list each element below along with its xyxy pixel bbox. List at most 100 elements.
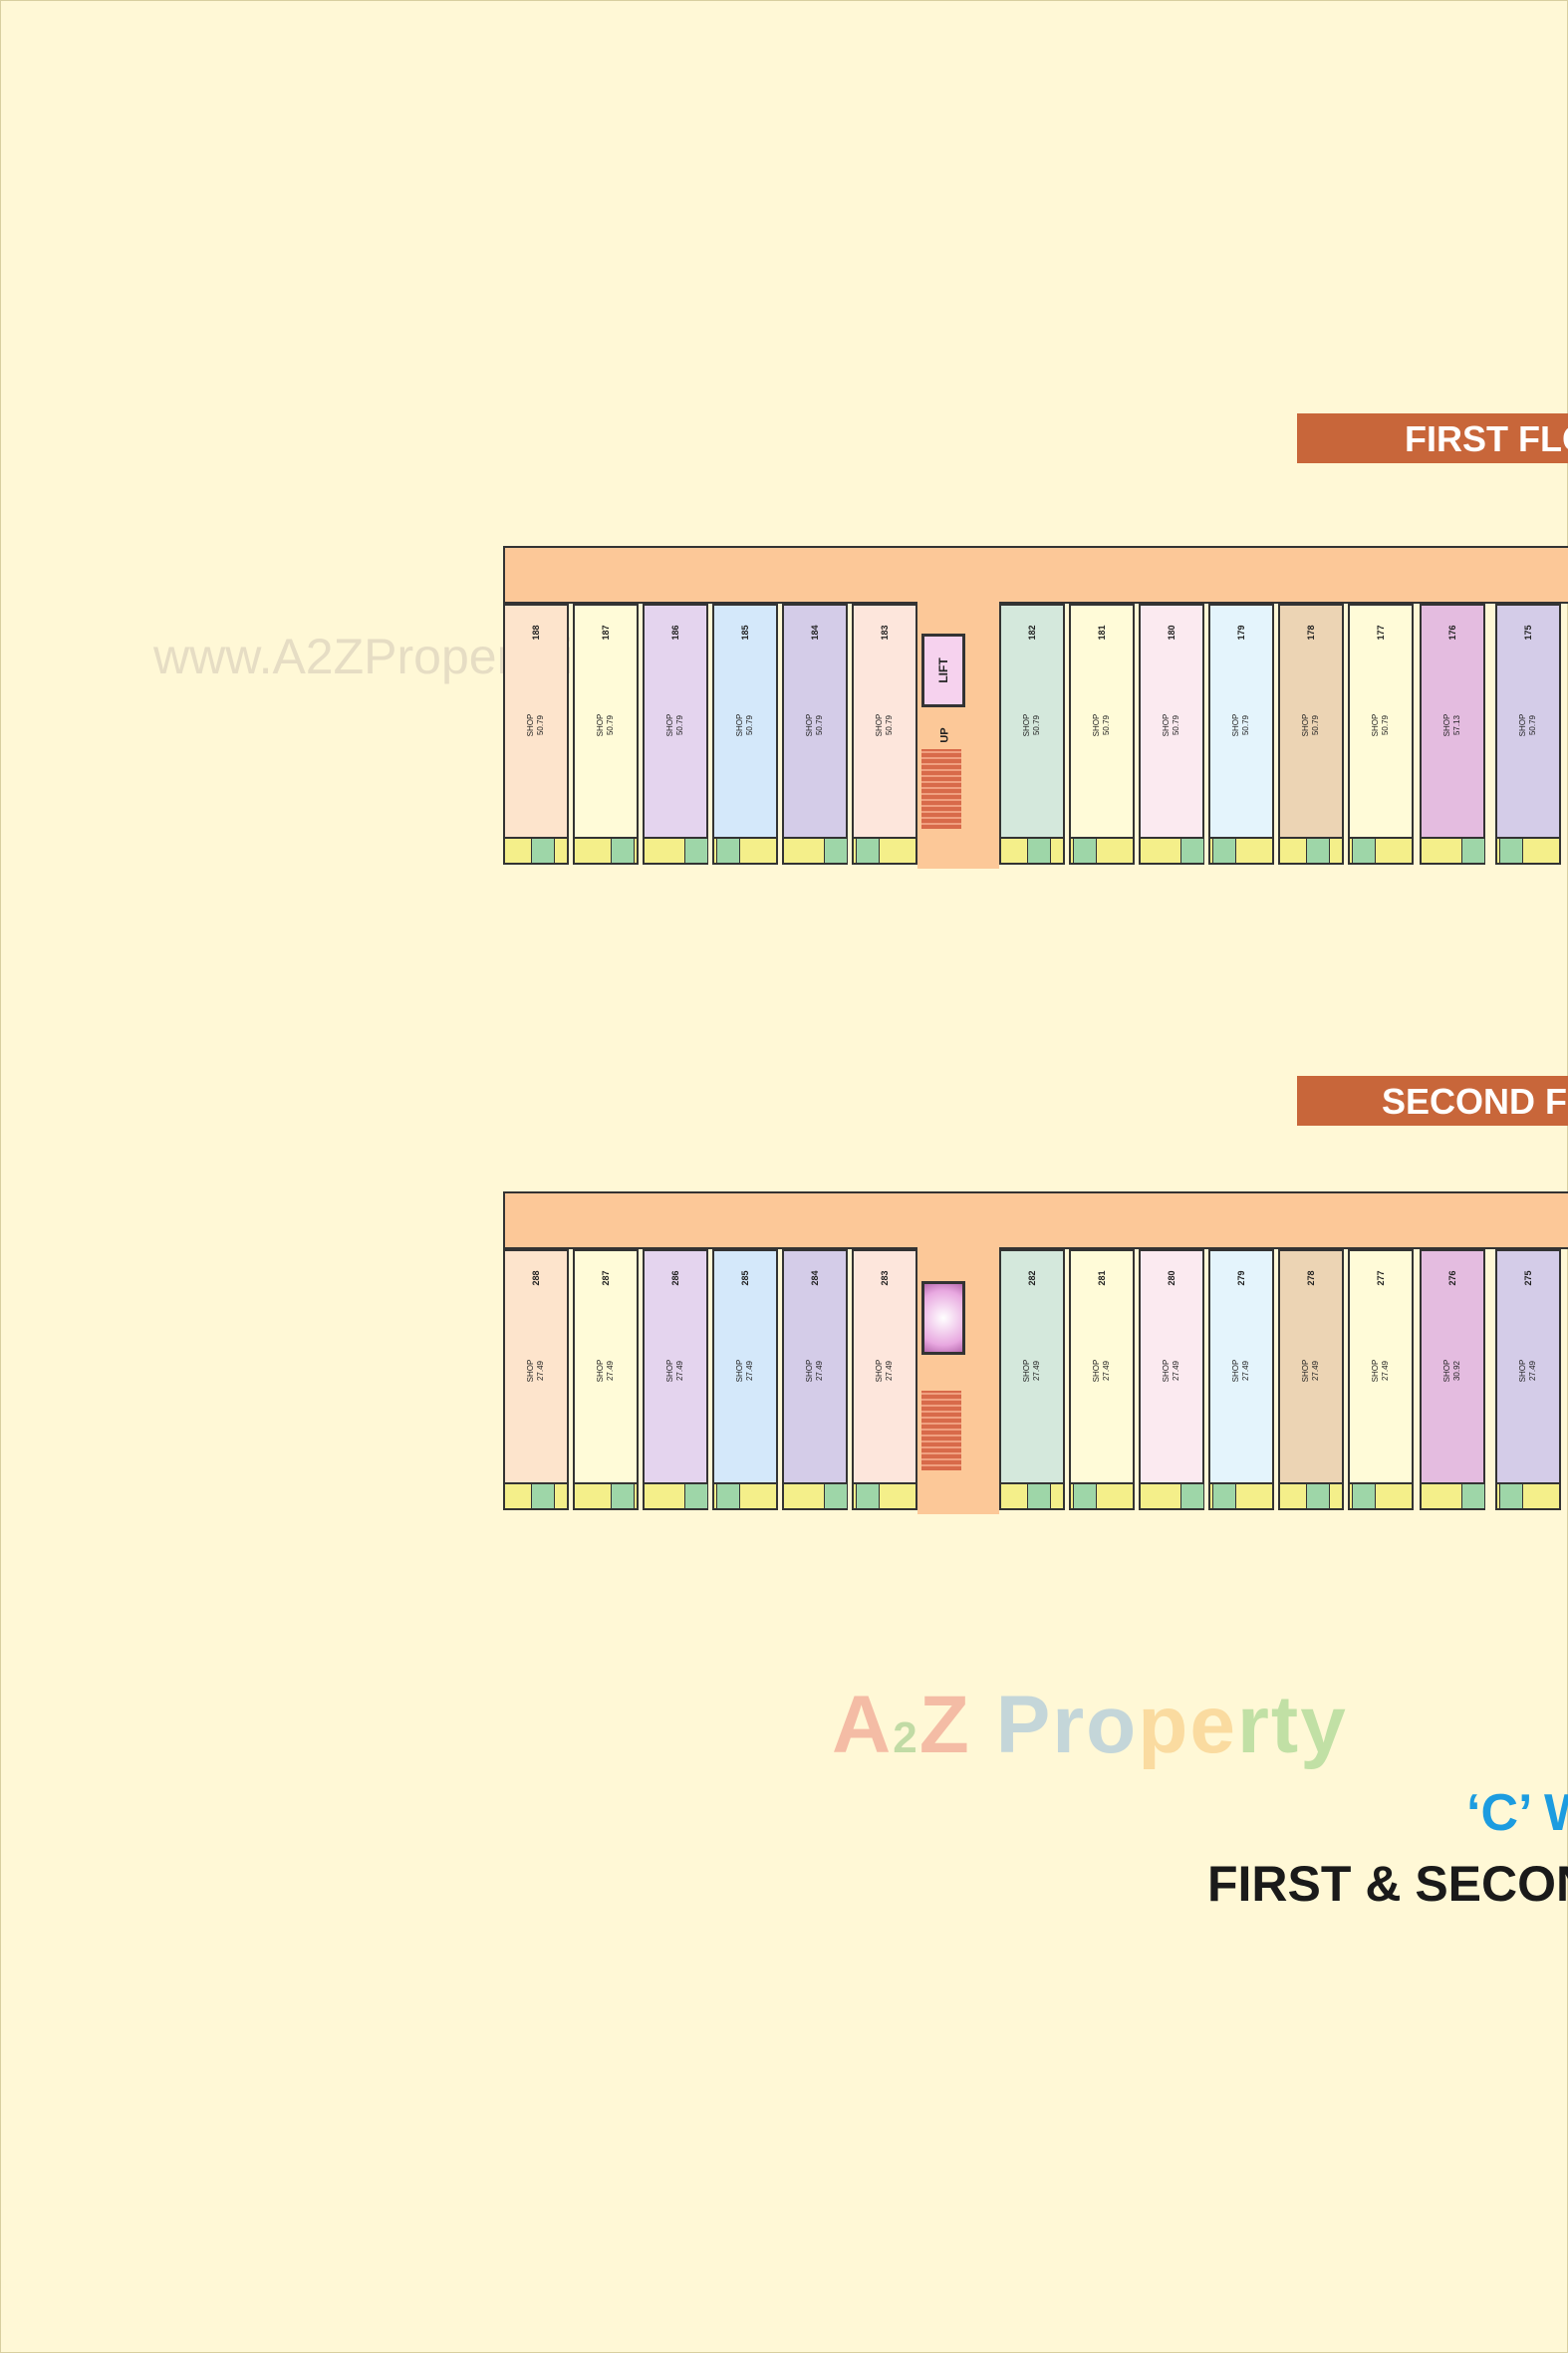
shop-number: 187 bbox=[601, 625, 611, 641]
first-floor-banner: FIRST FLOOR bbox=[1297, 413, 1568, 463]
shop-frontage-strip bbox=[852, 1482, 917, 1510]
shop-frontage-strip bbox=[503, 837, 569, 865]
door-icon bbox=[1212, 1484, 1236, 1508]
shop-area: 50.79 bbox=[1102, 714, 1111, 736]
shop-number: 186 bbox=[670, 625, 680, 641]
stair-up-label: UP bbox=[938, 727, 951, 743]
door-icon bbox=[1212, 839, 1236, 863]
shop-type-label: SHOP bbox=[735, 1359, 744, 1383]
logo-word-part-3: rty bbox=[1236, 1680, 1348, 1770]
door-icon bbox=[1073, 839, 1097, 863]
shop-type-label: SHOP bbox=[665, 1359, 674, 1383]
door-icon bbox=[1180, 839, 1204, 863]
door-icon bbox=[611, 1484, 635, 1508]
shop-area: 50.79 bbox=[675, 714, 684, 736]
shop-number: 288 bbox=[531, 1270, 541, 1286]
shop-type-label: SHOP bbox=[735, 713, 744, 737]
shop-type-label: SHOP bbox=[1301, 1359, 1310, 1383]
logo-word-part-1: Pro bbox=[970, 1680, 1139, 1770]
shop-number: 181 bbox=[1097, 625, 1107, 641]
shop-number: 283 bbox=[880, 1270, 890, 1286]
door-icon bbox=[611, 839, 635, 863]
shop-type-label: SHOP bbox=[1162, 1359, 1171, 1383]
door-icon bbox=[1499, 1484, 1523, 1508]
shop-area: 27.49 bbox=[745, 1360, 754, 1382]
shop-type-label: SHOP bbox=[526, 713, 535, 737]
shop-area: 50.79 bbox=[815, 714, 824, 736]
shop-area: 27.49 bbox=[1381, 1360, 1390, 1382]
shop-number: 275 bbox=[1523, 1270, 1533, 1286]
door-icon bbox=[684, 1484, 708, 1508]
door-icon bbox=[1352, 839, 1376, 863]
shop-type-label: SHOP bbox=[805, 1359, 814, 1383]
shop-frontage-strip bbox=[782, 1482, 848, 1510]
shop-number: 180 bbox=[1167, 625, 1176, 641]
door-icon bbox=[1499, 839, 1523, 863]
shop-type-label: SHOP bbox=[665, 713, 674, 737]
shop-area: 27.49 bbox=[885, 1360, 894, 1382]
door-icon bbox=[824, 1484, 848, 1508]
lift-label: LIFT bbox=[936, 657, 950, 683]
shop-type-label: SHOP bbox=[1022, 1359, 1031, 1383]
shop-number: 287 bbox=[601, 1270, 611, 1286]
door-icon bbox=[716, 1484, 740, 1508]
shop-frontage-strip bbox=[1495, 837, 1561, 865]
shop-number: 280 bbox=[1167, 1270, 1176, 1286]
staircase-icon bbox=[921, 749, 961, 829]
door-icon bbox=[1461, 839, 1485, 863]
shop-type-label: SHOP bbox=[1162, 713, 1171, 737]
shop-type-label: SHOP bbox=[1371, 713, 1380, 737]
door-icon bbox=[1461, 1484, 1485, 1508]
shop-number: 182 bbox=[1027, 625, 1037, 641]
shop-number: 285 bbox=[740, 1270, 750, 1286]
shop-area: 50.79 bbox=[1528, 714, 1537, 736]
shop-number: 278 bbox=[1306, 1270, 1316, 1286]
shop-area: 27.49 bbox=[606, 1360, 615, 1382]
shop-type-label: SHOP bbox=[526, 1359, 535, 1383]
shop-frontage-strip bbox=[573, 1482, 639, 1510]
shop-area: 50.79 bbox=[606, 714, 615, 736]
shop-area: 27.49 bbox=[1172, 1360, 1180, 1382]
